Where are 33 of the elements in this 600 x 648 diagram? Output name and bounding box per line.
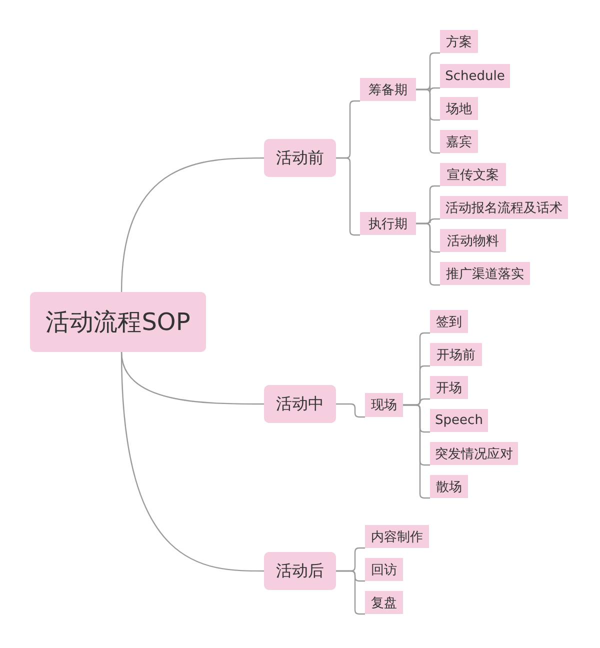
leaf-topic-box: 回访 (365, 558, 403, 581)
connector-line (120, 352, 264, 572)
connector-line (336, 157, 360, 236)
leaf-topic-box: 签到 (430, 310, 468, 333)
connector-line (416, 222, 440, 286)
main-topic-box: 活动中 (264, 385, 336, 423)
connector-line (120, 352, 264, 405)
leaf-topic-box: 活动物料 (440, 229, 506, 252)
connector-line (416, 88, 440, 154)
leaf-topic-box: 内容制作 (365, 525, 429, 548)
leaf-topic-box: 活动报名流程及话术 (440, 196, 568, 219)
central-topic-box: 活动流程SOP (30, 292, 206, 352)
leaf-topic-box: 宣传文案 (440, 163, 506, 186)
connector-line (120, 157, 264, 292)
subtopic-box: 现场 (365, 393, 403, 417)
leaf-topic-box: Schedule (440, 64, 510, 88)
leaf-topic-box: 嘉宾 (440, 130, 478, 153)
subtopic-box: 筹备期 (360, 78, 416, 101)
connector-line (336, 570, 365, 615)
connector-line (336, 403, 365, 418)
main-topic-box: 活动后 (264, 552, 336, 590)
leaf-topic-box: 突发情况应对 (430, 442, 518, 465)
leaf-topic-box: Speech (430, 409, 488, 432)
main-topic-box: 活动前 (264, 139, 336, 177)
leaf-topic-box: 开场 (430, 376, 468, 399)
leaf-topic-box: 推广渠道落实 (440, 262, 530, 285)
connector-line (403, 404, 430, 499)
leaf-topic-box: 散场 (430, 475, 468, 498)
subtopic-box: 执行期 (360, 212, 416, 235)
leaf-topic-box: 方案 (440, 30, 478, 53)
leaf-topic-box: 复盘 (365, 591, 403, 614)
leaf-topic-box: 开场前 (430, 343, 482, 366)
leaf-topic-box: 场地 (440, 97, 478, 120)
